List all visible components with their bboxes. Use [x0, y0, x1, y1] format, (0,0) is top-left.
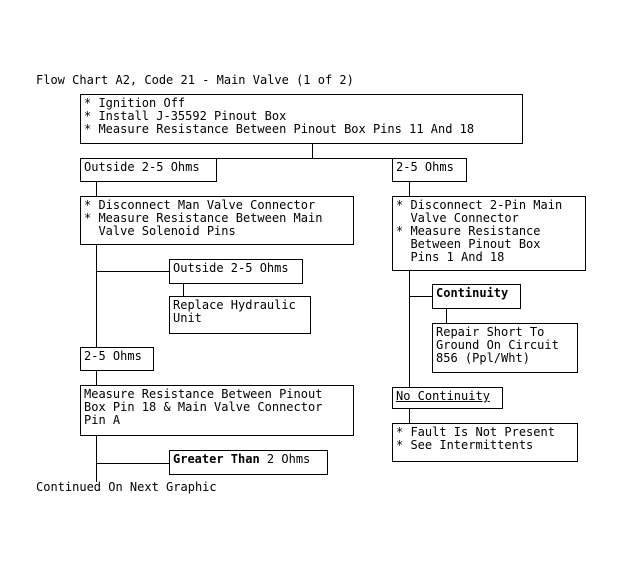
greater-than-label: Greater Than: [173, 452, 260, 466]
connector-outside-b-to-replace: [183, 284, 184, 296]
greater-than-2-ohms-box: Greater Than 2 Ohms: [169, 450, 328, 475]
connector-to-outside-b: [96, 271, 169, 272]
connector-start-branch: [96, 158, 410, 159]
connector-left-trunk-1: [96, 245, 97, 347]
right-2-5-ohms-box: 2-5 Ohms: [392, 158, 467, 182]
connector-no-continuity-to-fault: [409, 409, 410, 423]
connector-to-continuity: [409, 296, 432, 297]
continued-note: Continued On Next Graphic: [36, 480, 217, 494]
connector-continuity-to-repair: [446, 309, 447, 323]
two-to-five-ohms-box: 2-5 Ohms: [80, 347, 154, 371]
no-continuity-box: No Continuity: [392, 387, 503, 409]
connector-outside-to-disconnect: [96, 182, 97, 196]
disconnect-2pin-box: * Disconnect 2-Pin Main Valve Connector …: [392, 196, 586, 271]
continuity-box: Continuity: [432, 284, 521, 309]
step-ignition-off-box: * Ignition Off * Install J-35592 Pinout …: [80, 94, 523, 144]
chart-title: Flow Chart A2, Code 21 - Main Valve (1 o…: [36, 73, 354, 87]
connector-start-down: [312, 144, 313, 158]
connector-right-ohms-to-disconnect: [409, 182, 410, 196]
disconnect-main-valve-box: * Disconnect Man Valve Connector * Measu…: [80, 196, 354, 245]
outside-2-5-ohms-secondary-box: Outside 2-5 Ohms: [169, 259, 303, 284]
greater-than-value: 2 Ohms: [259, 452, 311, 466]
connector-right-trunk: [409, 271, 410, 387]
connector-to-greater-than: [96, 463, 169, 464]
replace-hydraulic-unit-box: Replace Hydraulic Unit: [169, 296, 311, 334]
outside-2-5-ohms-box: Outside 2-5 Ohms: [80, 158, 217, 182]
repair-short-box: Repair Short To Ground On Circuit 856 (P…: [432, 323, 578, 373]
connector-left-trunk-2: [96, 436, 97, 482]
connector-ohms-to-measure: [96, 371, 97, 385]
fault-not-present-box: * Fault Is Not Present * See Intermitten…: [392, 423, 578, 462]
measure-pin18-box: Measure Resistance Between Pinout Box Pi…: [80, 385, 354, 436]
